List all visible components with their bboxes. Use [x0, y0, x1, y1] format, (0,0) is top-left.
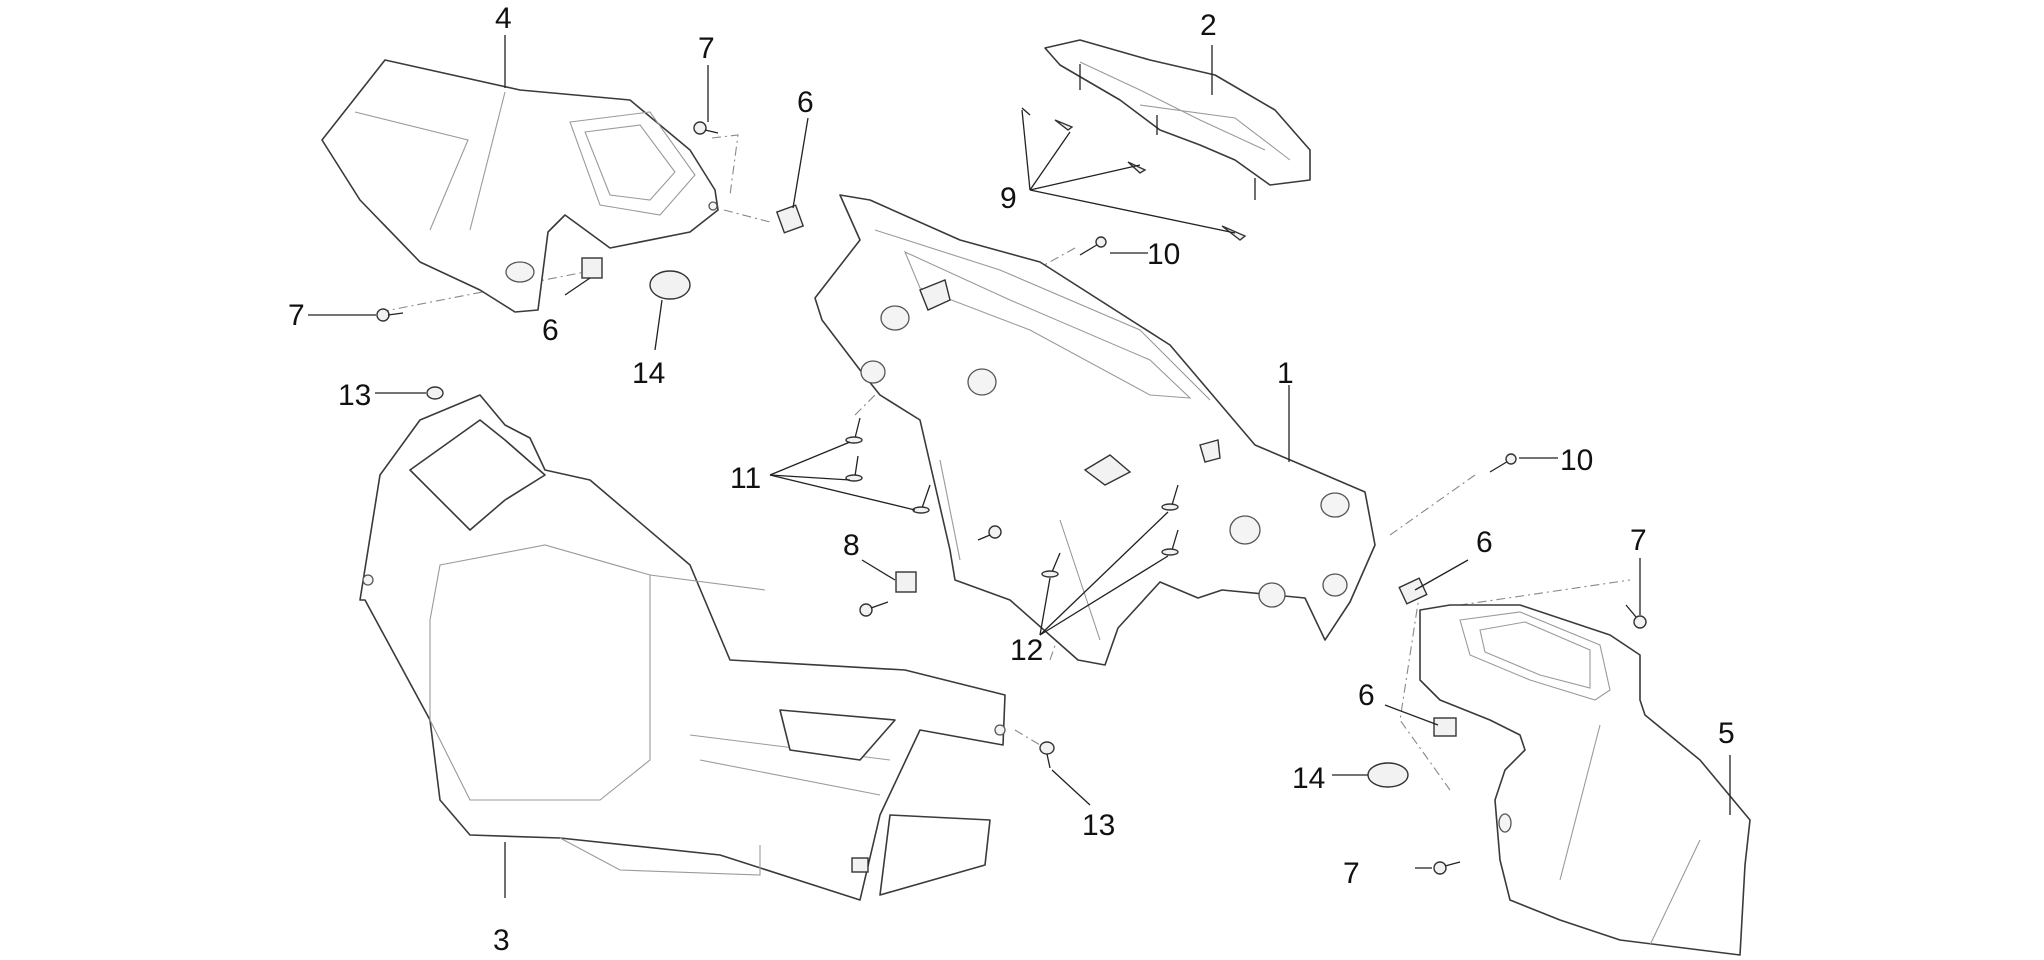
callout-13-right: 13 — [1082, 809, 1115, 842]
cap-14-left — [649, 270, 691, 300]
cap-14-right — [1367, 762, 1409, 788]
fastener-13-left — [426, 386, 444, 400]
screw-7-top — [693, 121, 719, 135]
part-2-top-cover — [1044, 39, 1311, 200]
clip-8 — [895, 571, 917, 593]
callout-7-bottom: 7 — [1343, 857, 1360, 890]
screw-12-d — [1161, 529, 1179, 556]
callout-6-top-center: 6 — [797, 86, 814, 119]
hardware — [376, 107, 1647, 875]
callout-14-right: 14 — [1292, 762, 1325, 795]
clip-6-lower-right — [1433, 717, 1457, 737]
screw-12-b — [1041, 552, 1061, 578]
clip-6-upper — [775, 204, 805, 234]
screw-11-a — [845, 417, 863, 444]
callout-6-right: 6 — [1476, 526, 1493, 559]
callout-11: 11 — [730, 462, 761, 495]
clip-6-right — [1398, 577, 1428, 605]
screw-11-b — [845, 455, 863, 482]
screw-12-a — [977, 525, 1002, 541]
pins-9 — [1021, 107, 1247, 241]
callout-6-lower-right: 6 — [1358, 679, 1375, 712]
callout-3: 3 — [493, 924, 510, 957]
callout-2: 2 — [1200, 9, 1217, 42]
part-1-central-body — [814, 194, 1376, 666]
part-4-left-upper-cover — [321, 59, 719, 313]
screw-12-c — [1161, 484, 1179, 511]
callout-7-left: 7 — [288, 299, 305, 332]
fastener-13-right — [1039, 741, 1055, 769]
screw-11-c — [912, 484, 931, 514]
callout-4: 4 — [495, 2, 512, 35]
callout-9: 9 — [1000, 182, 1017, 215]
screw-8 — [859, 601, 889, 617]
callout-10-top: 10 — [1147, 238, 1180, 271]
leader-lines — [308, 35, 1731, 898]
screw-7-bottom — [1433, 861, 1461, 875]
callout-1: 1 — [1277, 357, 1294, 390]
part-3-front-cover — [359, 394, 1006, 901]
callout-labels: 1 2 3 4 5 6 6 6 6 7 7 7 7 8 9 10 10 11 1… — [288, 2, 1735, 957]
screw-7-left — [376, 308, 404, 322]
screw-7-right — [1625, 604, 1647, 629]
callout-7-right: 7 — [1630, 524, 1647, 557]
callout-6-left: 6 — [542, 314, 559, 347]
callout-12: 12 — [1010, 634, 1043, 667]
clip-6-left — [581, 257, 603, 279]
callout-8: 8 — [843, 529, 860, 562]
screw-10-right — [1489, 453, 1517, 473]
callout-14-left: 14 — [632, 357, 665, 390]
callout-13-left: 13 — [338, 379, 371, 412]
screw-10-top — [1079, 236, 1107, 256]
callout-7-top: 7 — [698, 32, 715, 65]
part-5-right-cover — [1419, 604, 1751, 956]
callout-10-right: 10 — [1560, 444, 1593, 477]
callout-5: 5 — [1718, 717, 1735, 750]
